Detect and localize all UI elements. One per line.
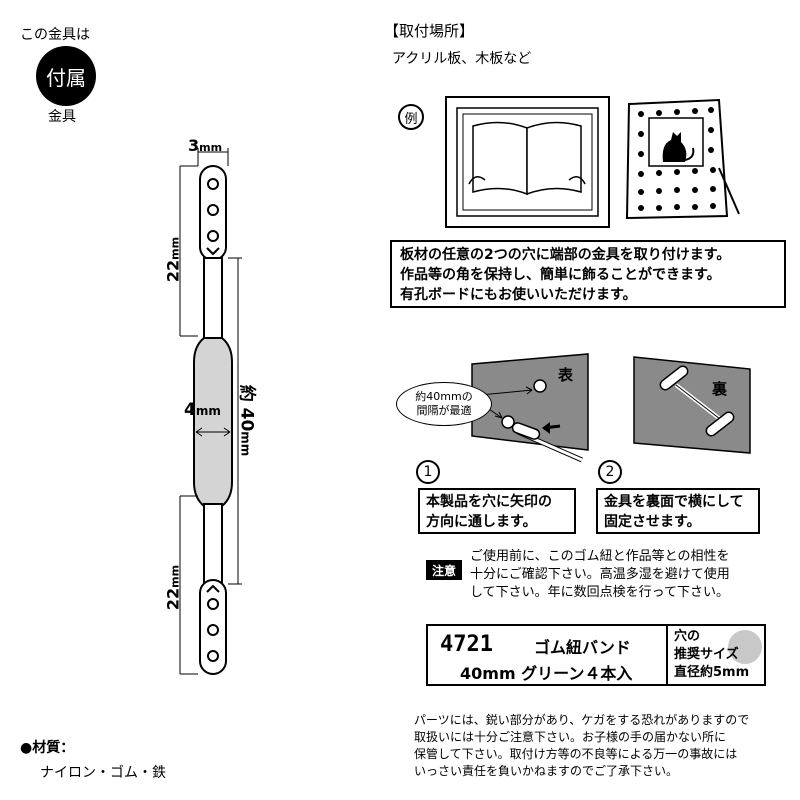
back-label: 裏 [712,380,728,398]
step1-line: 本製品を穴に矢印の [426,494,552,510]
warning-line: 取扱いには十分ご注意下さい。お子様の手の届かない所に [414,730,727,744]
step2-line: 固定させます。 [604,514,701,530]
hole-size-line: 推奨サイズ [674,647,739,662]
lower-rod [203,503,223,587]
step2-box: 金具を裏面で横にして 固定させます。 [596,488,760,534]
section-title: 【取付場所】 [384,22,475,40]
clip-hole [207,230,219,242]
description-line: 板材の任意の2つの穴に端部の金具を取り付けます。 [400,247,731,263]
example-label: 例 [404,111,418,127]
hole-size-line: 穴の [674,629,701,644]
product-label-divider [666,624,668,686]
locations-text: アクリル板、木板など [392,51,532,67]
spacing-note-bubble: 約40mmの 間隔が最適 [396,382,492,426]
warning-line: 保管して下さい。取付け方等の不良等による万一の事故には [414,747,738,761]
band-diagram [179,148,242,675]
caution-text: ご使用前に、このゴム紐と作品等との相性を 十分にご確認下さい。高温多湿を避けて使… [470,548,730,602]
example-badge: 例 [398,104,424,130]
clip-hole [207,204,219,216]
included-caption-bottom: 金具 [48,109,76,125]
lower-length-dim-label: 22mm [163,564,183,611]
clip-hole [207,178,219,190]
rubber-band [193,337,233,507]
framed-book-illustration [445,96,610,228]
warning-line: パーツには、鋭い部分があり、ケガをする恐れがありますので [414,713,750,727]
mid-width-dim-label: 4mm [184,400,221,420]
hole-size-line: 直径約5mm [674,665,750,680]
spacing-note-line: 間隔が最適 [416,404,472,417]
product-label-box: 4721 ゴム紐バンド 40mm グリーン４本入 穴の 推奨サイズ 直径約5mm [426,624,766,686]
step1-number-badge: 1 [416,460,440,484]
description-line: 作品等の角を保持し、簡単に飾ることができます。 [400,267,721,283]
hole-size-note: 穴の 推奨サイズ 直径約5mm [674,628,749,682]
included-badge-label: 付属 [46,65,86,90]
clip-hole [207,598,219,610]
product-spec: 40mm グリーン４本入 [460,664,633,683]
clip-hole [207,650,219,662]
included-caption-top: この金具は [20,27,90,43]
product-number: 4721 [440,632,493,657]
caution-line: ご使用前に、このゴム紐と作品等との相性を [470,549,730,564]
caution-line: 十分にご確認下さい。高温多湿を避けて使用 [470,567,730,582]
upper-rod [203,257,223,341]
clip-hole [207,624,219,636]
caution-badge: 注意 [426,560,462,580]
step2-number: 2 [605,464,615,480]
hole-size-circle [728,630,762,664]
front-label: 表 [558,366,574,384]
caution-line: して下さい。年に数回点検を行って下さい。 [470,585,729,600]
material-heading: ●材質： [20,740,75,756]
product-name: ゴム紐バンド [534,638,631,657]
step2-number-badge: 2 [598,460,622,484]
top-width-dim-label: 3mm [188,136,223,155]
included-badge: 付属 [36,46,96,106]
step2-line: 金具を裏面で横にして [604,494,744,510]
description-box: 板材の任意の2つの穴に端部の金具を取り付けます。 作品等の角を保持し、簡単に飾る… [390,240,786,308]
step1-box: 本製品を穴に矢印の 方向に通します。 [418,488,576,534]
warning-line: いっさい責任を負いかねますのでご了承下さい。 [414,764,679,778]
step1-line: 方向に通します。 [426,514,537,530]
back-install-illustration [633,356,751,454]
pegboard-illustration [625,98,740,220]
spacing-note-line: 約40mmの [415,390,473,403]
step1-number: 1 [423,464,433,480]
material-value: ナイロン・ゴム・鉄 [40,765,166,781]
warning-text: パーツには、鋭い部分があり、ケガをする恐れがありますので 取扱いには十分ご注意下… [414,712,749,780]
mid-length-dim-label: 約 40mm [236,384,257,457]
description-line: 有孔ボードにもお使いいただけます。 [400,287,637,303]
caution-badge-label: 注意 [431,563,456,578]
upper-length-dim-label: 22mm [163,236,183,283]
